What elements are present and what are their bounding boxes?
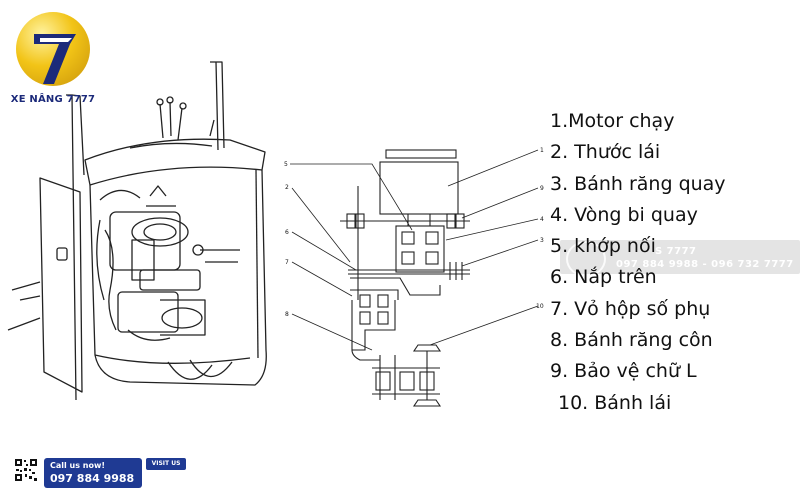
call-us-label: Call us now!	[50, 461, 106, 470]
parts-legend: 1.Motor chạy 2. Thước lái 3. Bánh răng q…	[550, 106, 795, 419]
callout-7: 7	[285, 259, 289, 266]
brand-logo: XE NÂNG 7777	[10, 12, 96, 112]
legend-item: 1.Motor chạy	[550, 110, 675, 132]
seven-glyph-icon	[34, 34, 76, 84]
callout-2: 2	[285, 184, 289, 191]
callout-8: 8	[285, 311, 289, 318]
visit-us-button[interactable]: VISIT US	[146, 458, 186, 470]
legend-item: 4. Vòng bi quay	[550, 203, 698, 226]
callout-numbers: 1 9 4 3 10 5 2 6 7 8	[284, 147, 544, 318]
call-us-button[interactable]: Call us now! 097 884 9988	[44, 458, 142, 488]
legend-item: 2. Thước lái	[550, 141, 661, 164]
callout-6: 6	[285, 229, 289, 236]
legend-item: 9. Bảo vệ chữ L	[550, 360, 697, 383]
callout-9: 9	[540, 185, 544, 192]
watermark-phones: 097 884 9988 - 096 732 7777	[616, 259, 794, 270]
legend-item: 6. Nắp trên	[550, 266, 657, 289]
legend-item: 8. Bánh răng côn	[550, 329, 713, 352]
callout-5: 5	[284, 161, 288, 168]
gearbox-schematic	[340, 149, 470, 407]
callout-3: 3	[540, 237, 544, 244]
legend-item: 7. Vỏ hộp số phụ	[550, 297, 711, 320]
legend-item: 3. Bánh răng quay	[550, 172, 726, 195]
callout-4: 4	[540, 216, 544, 223]
watermark-logo-icon	[566, 241, 606, 277]
callout-10: 10	[536, 303, 544, 310]
watermark-text: S 7777	[655, 246, 697, 257]
qr-code-icon[interactable]	[14, 458, 38, 482]
forklift-drawing	[7, 61, 267, 401]
call-us-phone: 097 884 9988	[50, 472, 135, 485]
callout-1: 1	[540, 147, 544, 154]
leader-lines	[290, 149, 539, 351]
legend-item: 10. Bánh lái	[558, 391, 672, 414]
legend-item: 5. khớp nối	[550, 235, 656, 258]
logo-brand-text: XE NÂNG 7777	[10, 94, 96, 105]
